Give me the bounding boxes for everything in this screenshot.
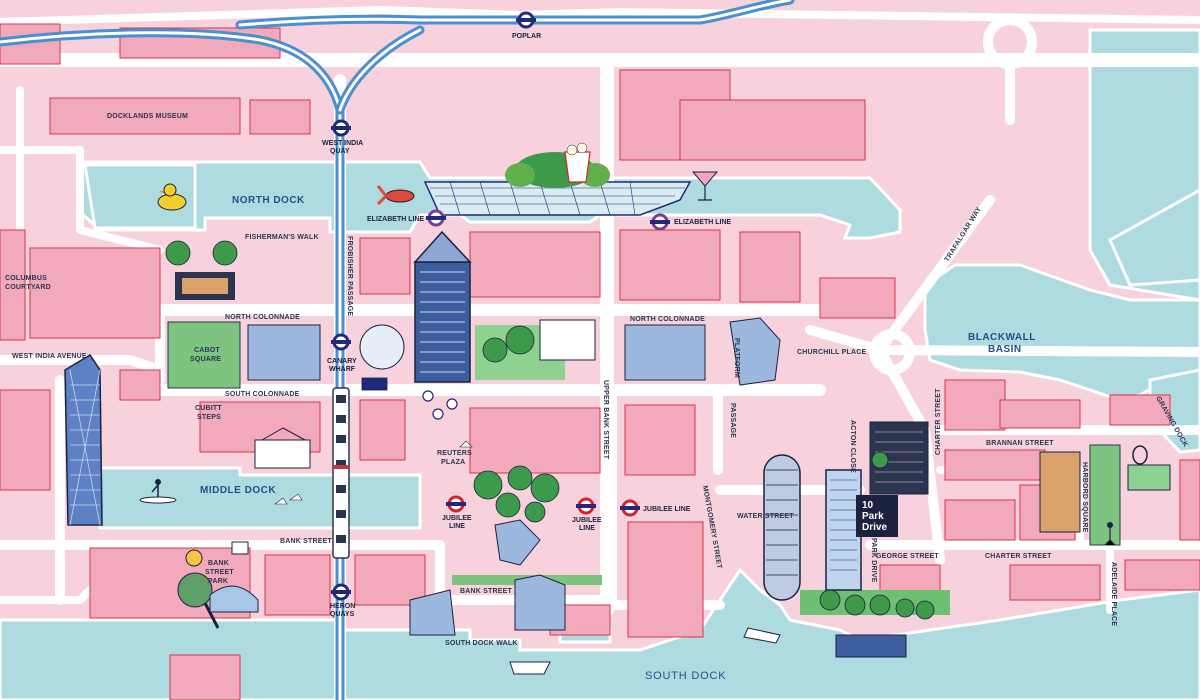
label-middle-dock: MIDDLE DOCK xyxy=(200,485,276,496)
label-elizabeth-line-w: ELIZABETH LINE xyxy=(367,216,424,223)
label-cubitt-steps-1: CUBITT xyxy=(195,405,222,412)
padel-icon xyxy=(177,572,259,629)
label-churchill-place: CHURCHILL PLACE xyxy=(797,349,867,356)
cocktail-icon xyxy=(691,171,719,201)
north-dock-left xyxy=(83,163,197,230)
roundel-jubilee-3 xyxy=(620,499,640,517)
label-west-india-quay-1: WEST INDIA xyxy=(322,140,363,147)
label-jubilee-line-2b: LINE xyxy=(579,525,595,532)
trees xyxy=(165,240,935,620)
label-north-colonnade-w: NORTH COLONNADE xyxy=(225,314,300,321)
label-north-colonnade-e: NORTH COLONNADE xyxy=(630,316,705,323)
south-dock-water xyxy=(0,567,1200,700)
brand-building: 10 Park Drive xyxy=(856,495,898,537)
label-west-india-avenue: WEST INDIA AVENUE xyxy=(12,353,87,360)
label-acton-close: ACTON CLOSE xyxy=(849,420,856,473)
label-heron-quays-1: HERON xyxy=(330,603,355,610)
label-bank-street-park-3: PARK xyxy=(208,578,228,585)
label-jubilee-line-1a: JUBILEE xyxy=(442,515,472,522)
label-elizabeth-line-e: ELIZABETH LINE xyxy=(674,219,731,226)
roundel-jubilee-1 xyxy=(446,495,466,513)
label-jubilee-line-2a: JUBILEE xyxy=(572,517,602,524)
label-north-dock: NORTH DOCK xyxy=(232,195,305,206)
label-fishermans-walk: FISHERMAN'S WALK xyxy=(245,234,319,241)
label-upper-bank-street: UPPER BANK STREET xyxy=(602,380,609,460)
label-park-drive: PARK DRIVE xyxy=(870,538,877,583)
wooden-tower-west xyxy=(64,353,103,526)
label-docklands-museum: DOCKLANDS MUSEUM xyxy=(107,113,188,120)
gardener-icon xyxy=(1104,522,1116,546)
tennis-icon xyxy=(1127,445,1171,491)
label-water-street: WATER STREET xyxy=(737,513,794,520)
popcorn-icon xyxy=(564,142,591,183)
lobster-icon xyxy=(376,185,415,206)
label-reuters-plaza-1: REUTERS xyxy=(437,450,472,457)
boat-icon xyxy=(361,377,907,675)
roundel-west-india-quay xyxy=(331,119,351,137)
label-frobisher-passage: FROBISHER PASSAGE xyxy=(346,236,353,316)
clock-icon xyxy=(422,390,458,420)
duck-icon xyxy=(157,183,187,211)
poplar-dock-water xyxy=(1108,188,1200,287)
brand-line-3: Drive xyxy=(862,522,887,533)
label-charter-street-h: CHARTER STREET xyxy=(985,553,1052,560)
dlr-lines xyxy=(0,0,795,700)
roundel-jubilee-2 xyxy=(576,497,596,515)
label-west-india-quay-2: QUAY xyxy=(330,148,350,155)
roundel-canary-wharf xyxy=(331,333,351,351)
label-platform: PLATFORM xyxy=(733,338,740,378)
label-blackwall-basin-1: BLACKWALL xyxy=(968,332,1036,343)
label-columbus-courtyard-1: COLUMBUS xyxy=(5,275,47,282)
label-bank-street-w: BANK STREET xyxy=(280,538,333,545)
glass-buildings-south xyxy=(247,317,1081,636)
label-cubitt-steps-2: STEPS xyxy=(197,414,221,421)
label-passage: PASSAGE xyxy=(729,403,736,438)
label-poplar: POPLAR xyxy=(512,33,541,40)
paddleboard-icon xyxy=(139,479,177,504)
label-george-street: GEORGE STREET xyxy=(876,553,939,560)
bus-icon xyxy=(175,272,235,300)
label-brannan-street: BRANNAN STREET xyxy=(986,440,1054,447)
label-canary-wharf-2: WHARF xyxy=(329,366,356,373)
one-canada-square xyxy=(413,230,472,383)
whale-tail-icon xyxy=(274,440,473,505)
glass-tower-east xyxy=(825,469,862,591)
label-bank-street-park-2: STREET xyxy=(205,569,234,576)
label-columbus-courtyard-2: COURTYARD xyxy=(5,284,51,291)
basketball-icon xyxy=(185,541,249,567)
round-tower xyxy=(763,454,801,601)
roundel-heron-quays xyxy=(331,583,351,601)
label-jubilee-line-3: JUBILEE LINE xyxy=(643,506,691,513)
roundels xyxy=(331,11,670,601)
label-canary-wharf-1: CANARY xyxy=(327,358,357,365)
brand-line-1: 10 xyxy=(862,500,874,511)
label-adelaide-place: ADELAIDE PLACE xyxy=(1110,562,1117,626)
brand-line-2: Park xyxy=(862,511,884,522)
label-charter-street-v: CHARTER STREET xyxy=(935,388,942,455)
label-heron-quays-2: QUAYS xyxy=(330,611,355,618)
label-harbord-square: HARBORD SQUARE xyxy=(1081,462,1088,533)
roundel-elizabeth-e xyxy=(650,213,670,231)
label-south-dock: SOUTH DOCK xyxy=(645,670,726,682)
label-cabot-square-1: CABOT xyxy=(194,347,220,354)
label-jubilee-line-1b: LINE xyxy=(449,523,465,530)
label-bank-street-s: BANK STREET xyxy=(460,588,513,595)
roundel-elizabeth-w xyxy=(426,209,446,227)
label-blackwall-basin-2: BASIN xyxy=(988,344,1022,355)
dlr-train xyxy=(332,387,350,559)
label-reuters-plaza-2: PLAZA xyxy=(441,459,465,466)
label-cabot-square-2: SQUARE xyxy=(190,356,221,363)
label-south-colonnade: SOUTH COLONNADE xyxy=(225,391,300,398)
label-bank-street-park-1: BANK xyxy=(208,560,229,567)
label-south-dock-walk: SOUTH DOCK WALK xyxy=(445,640,518,647)
roundel-poplar xyxy=(516,11,536,29)
